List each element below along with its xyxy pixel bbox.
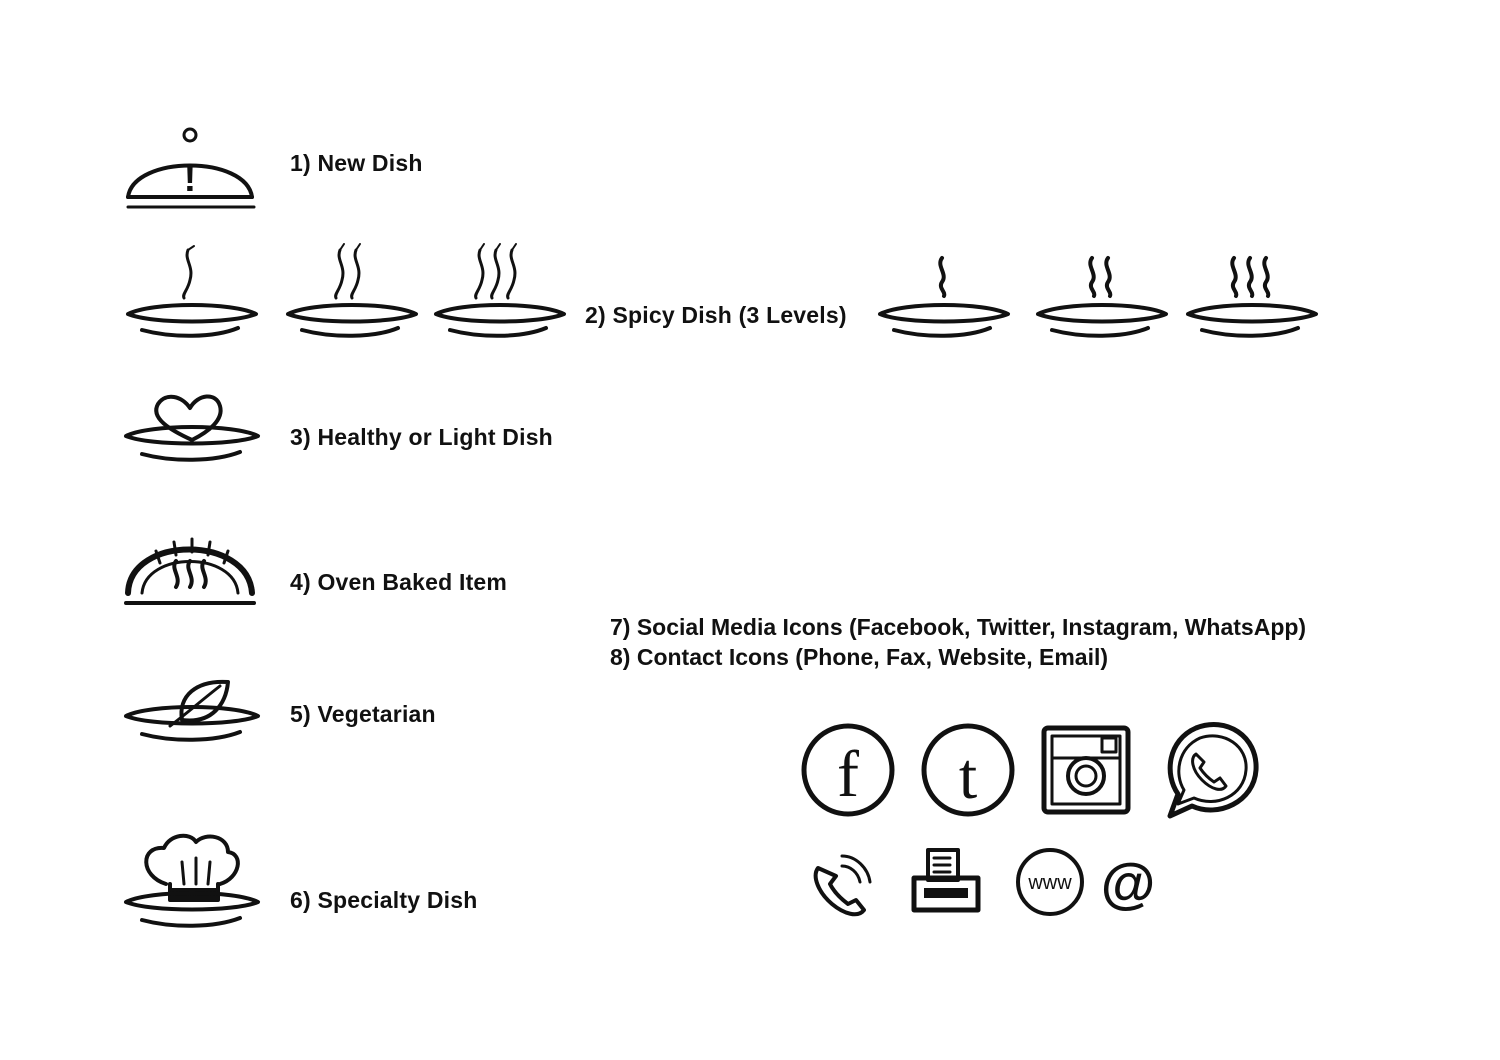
legend-oven-baked: 4) Oven Baked Item xyxy=(290,569,508,595)
heart-plate-icon xyxy=(124,394,260,462)
instagram-icon[interactable] xyxy=(1040,724,1132,816)
phone-icon[interactable] xyxy=(806,850,876,920)
twitter-icon[interactable]: t xyxy=(920,722,1016,818)
spicy-level-2-icon xyxy=(286,243,418,338)
legend-new-dish: 1) New Dish xyxy=(290,150,423,176)
oven-icon xyxy=(124,537,256,605)
facebook-icon[interactable]: f xyxy=(800,722,896,818)
legend-vegetarian: 5) Vegetarian xyxy=(290,701,436,727)
spicy-level-3-icon xyxy=(434,243,566,338)
email-icon[interactable]: @ xyxy=(1100,850,1160,914)
legend-contact: 8) Contact Icons (Phone, Fax, Website, E… xyxy=(610,644,1109,670)
website-icon[interactable]: www xyxy=(1014,846,1086,918)
legend-spicy-dish: 2) Spicy Dish (3 Levels) xyxy=(585,302,847,328)
facebook-letter: f xyxy=(837,738,859,811)
twitter-letter: t xyxy=(959,740,977,813)
steam-level-1-icon xyxy=(878,256,1010,338)
whatsapp-icon[interactable] xyxy=(1156,718,1262,824)
website-text: www xyxy=(1027,872,1072,894)
spicy-level-1-icon xyxy=(126,245,258,338)
steam-level-2-icon xyxy=(1036,256,1168,338)
cloche-icon: ! xyxy=(126,127,256,209)
icon-legend-notes: 7) Social Media Icons (Facebook, Twitter… xyxy=(610,612,1306,672)
legend-specialty-dish: 6) Specialty Dish xyxy=(290,887,478,913)
chef-hat-icon xyxy=(124,833,260,928)
exclamation-mark: ! xyxy=(184,158,197,200)
steam-level-3-icon xyxy=(1186,256,1318,338)
legend-social-media: 7) Social Media Icons (Facebook, Twitter… xyxy=(610,614,1307,640)
fax-icon[interactable] xyxy=(910,846,984,916)
email-symbol: @ xyxy=(1101,851,1156,914)
legend-healthy-dish: 3) Healthy or Light Dish xyxy=(290,424,553,450)
leaf-plate-icon xyxy=(124,679,260,742)
